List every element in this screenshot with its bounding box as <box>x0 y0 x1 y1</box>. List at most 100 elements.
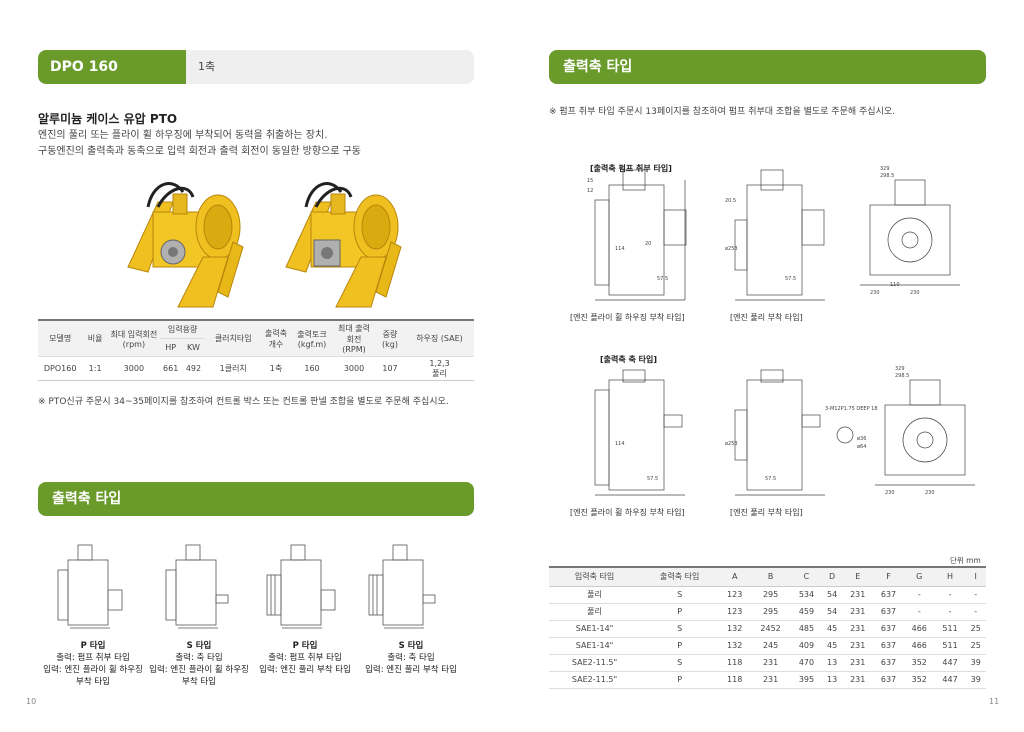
table-cell: 231 <box>842 603 874 621</box>
th-ratio: 비율 <box>82 319 108 357</box>
page-number-left: 10 <box>26 697 37 706</box>
table-cell: 118 <box>719 671 751 689</box>
table-cell: 534 <box>791 586 822 604</box>
table-cell: 466 <box>903 620 935 638</box>
dim-label: 329 <box>880 166 890 172</box>
th-out-count: 출력축 개수 <box>261 319 292 357</box>
type-drawings <box>57 544 436 629</box>
th-max-output: 최대 출력회전 (RPM) <box>333 319 376 357</box>
cell-housing: 1,2,3 풀리 <box>405 356 474 381</box>
table-cell: - <box>965 603 986 621</box>
table-cell: 447 <box>934 671 966 689</box>
table-cell: 466 <box>903 637 935 655</box>
type-title: P 타입 <box>292 641 318 651</box>
th-input-power: 입력용량 <box>159 319 206 340</box>
table-cell: 231 <box>750 671 792 689</box>
cell-max-input: 3000 <box>107 356 160 381</box>
dim-label: 230 <box>870 290 880 296</box>
cell-weight: 107 <box>375 356 406 381</box>
cell-housing-pulley: 풀리 <box>432 368 447 378</box>
table-cell: 54 <box>821 586 843 604</box>
type-drawing-s-pulley <box>368 544 436 629</box>
th-max-input: 최대 입력회전 (rpm) <box>107 319 160 357</box>
table-cell: 637 <box>873 671 904 689</box>
section-header-output-right: 출력축 타입 <box>549 50 986 84</box>
cell-max-output: 3000 <box>333 356 376 381</box>
table-cell: 352 <box>903 654 935 672</box>
dim-label: ø36 <box>857 436 866 442</box>
dim-label: 298.5 <box>880 173 894 179</box>
th-output-type: 출력축 타입 <box>640 566 720 587</box>
th-c: C <box>791 566 822 587</box>
type-drawing-p-fly <box>57 544 123 629</box>
table-cell: 13 <box>821 671 843 689</box>
type-drawing-s-fly <box>165 544 229 629</box>
product-render-image <box>127 182 402 308</box>
table-cell: 13 <box>821 654 843 672</box>
type-title: P 타입 <box>80 641 106 651</box>
drawing-front-view-1: 329 298.5 230 230 110 <box>860 166 960 296</box>
dim-label: 110 <box>890 282 900 288</box>
type-input-2: 부착 타입 <box>182 677 216 687</box>
th-f: F <box>873 566 904 587</box>
table-cell: 637 <box>873 586 904 604</box>
table-cell: 295 <box>750 603 792 621</box>
type-caption-2: S 타입 출력: 축 타입 입력: 엔진 플라이 휠 하우징 부착 타입 <box>146 640 252 688</box>
table-cell: 45 <box>821 637 843 655</box>
table-cell: SAE1-14" <box>549 620 641 638</box>
table-cell: SAE2-11.5" <box>549 654 641 672</box>
dim-label: 20 <box>645 241 651 247</box>
cell-kw: 492 <box>181 356 206 381</box>
table-cell: 231 <box>842 620 874 638</box>
dim-label: 57.5 <box>657 276 668 282</box>
table-cell: P <box>640 637 720 655</box>
type-output: 출력: 축 타입 <box>175 653 223 663</box>
table-cell: - <box>934 586 966 604</box>
table-cell: 2452 <box>750 620 792 638</box>
table-cell: 45 <box>821 620 843 638</box>
dim-label: 20.5 <box>725 198 736 204</box>
dim-label: 114 <box>615 441 625 447</box>
th-d: D <box>821 566 843 587</box>
cell-ratio: 1:1 <box>82 356 108 381</box>
drawing-pump-fly: 15 12 114 57.5 20 <box>587 169 687 301</box>
table-cell: - <box>965 586 986 604</box>
th-torque: 출력토크 (kgf.m) <box>291 319 334 357</box>
table-cell: P <box>640 671 720 689</box>
spec-table: 모델명 비율 최대 입력회전 (rpm) 입력용량 클러치타입 출력축 개수 출… <box>38 319 474 381</box>
dim-label: 12 <box>587 188 593 194</box>
table-cell: 395 <box>791 671 822 689</box>
dim-label: 57.5 <box>765 476 776 482</box>
table-row: DPO160 1:1 3000 661 492 1클러치 1축 160 3000… <box>38 356 474 381</box>
th-input-type: 입력축 타입 <box>549 566 641 587</box>
table-cell: 풀리 <box>549 603 641 621</box>
table-cell: 637 <box>873 654 904 672</box>
table-cell: 123 <box>719 586 751 604</box>
drawing-pump-pulley: 20.5 ø253 57.5 <box>725 169 825 301</box>
th-housing: 하우징 (SAE) <box>405 319 474 357</box>
dim-label: ø64 <box>857 444 866 450</box>
table-cell: 39 <box>965 671 986 689</box>
type-title: S 타입 <box>398 641 424 651</box>
table-cell: 25 <box>965 637 986 655</box>
table-cell: 511 <box>934 637 966 655</box>
pto-render-2 <box>285 182 402 308</box>
drawing-shaft-pulley: ø253 57.5 <box>725 369 825 496</box>
pto-render-1 <box>127 182 244 308</box>
cell-torque: 160 <box>291 356 334 381</box>
table-cell: 231 <box>842 637 874 655</box>
table-cell: - <box>903 586 935 604</box>
dim-label: 329 <box>895 366 905 372</box>
type-title: S 타입 <box>186 641 212 651</box>
pump-type-label: [출력축 펌프 취부 타입] <box>590 164 672 173</box>
table-cell: 470 <box>791 654 822 672</box>
page-number-right: 11 <box>989 697 1000 706</box>
cell-model: DPO160 <box>38 356 83 381</box>
dim-label: 114 <box>615 246 625 252</box>
table-cell: 231 <box>750 654 792 672</box>
